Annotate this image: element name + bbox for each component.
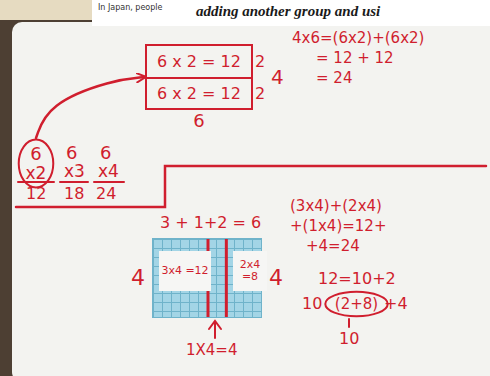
array-rectangle: 466 x 2 = 1226 x 2 = 122 [145, 44, 253, 110]
node-text: x2 [26, 164, 47, 183]
node-text: 6 x 2 = 12 [157, 85, 241, 103]
divider-line [16, 166, 486, 207]
divider-stroke [225, 239, 228, 317]
equation: 10 [302, 295, 322, 313]
grid-paper: 443x4 =122x4 =8 [152, 238, 262, 318]
sticky-patch: 3x4 =12 [159, 251, 211, 291]
printed-caption: adding another group and usi [196, 3, 380, 20]
node-text: 3x4 =12 [161, 265, 208, 277]
dimension-label: 2 [255, 53, 265, 71]
pointer-arrow [209, 321, 221, 338]
sum-tick [348, 319, 350, 327]
circled-fact: 6x2 [18, 138, 54, 189]
equation: 12=10+2 [318, 270, 396, 288]
node-text: 6 x 2 = 12 [157, 53, 241, 71]
marker-circle [325, 292, 387, 316]
equation: = 12 + 12 [316, 50, 394, 67]
sticky-patch: 2x4 =8 [233, 251, 267, 291]
factor: 6 [66, 143, 77, 163]
factor: x4 [98, 162, 119, 181]
strip-fact: 1X4=4 [186, 342, 237, 359]
dimension-label: 4 [269, 266, 283, 290]
equation: +4 [384, 295, 408, 313]
equation: +4=24 [306, 238, 360, 255]
array-row: 6 x 2 = 122 [147, 46, 251, 77]
product: 24 [96, 185, 116, 203]
factor: x3 [64, 162, 85, 181]
node-text: 2x4 =8 [233, 259, 267, 283]
whiteboard [12, 22, 490, 376]
equation: 4x6=(6x2)+(6x2) [292, 30, 424, 47]
equation: 10 [339, 330, 359, 348]
equation: +(1x4)=12+ [290, 218, 386, 235]
equation: = 24 [316, 70, 352, 87]
node-text: 6 [30, 144, 41, 164]
dimension-label: 4 [271, 66, 284, 88]
printed-text: In Japan, people [98, 4, 163, 13]
product: 18 [64, 185, 84, 203]
dimension-label: 4 [131, 266, 145, 290]
array-row: 6 x 2 = 122 [147, 77, 251, 108]
column-sum: 3 + 1+2 = 6 [160, 214, 261, 232]
marker-circle [19, 140, 54, 188]
product: 12 [26, 185, 46, 203]
arrow-connector [36, 77, 145, 138]
dimension-label: 6 [193, 111, 204, 131]
factor: 6 [100, 143, 111, 163]
circled-sum: (2+8) [324, 291, 389, 317]
node-text: (2+8) [335, 296, 378, 313]
printed-strip [92, 0, 490, 26]
dimension-label: 2 [255, 85, 265, 103]
equation: (3x4)+(2x4) [290, 198, 382, 215]
